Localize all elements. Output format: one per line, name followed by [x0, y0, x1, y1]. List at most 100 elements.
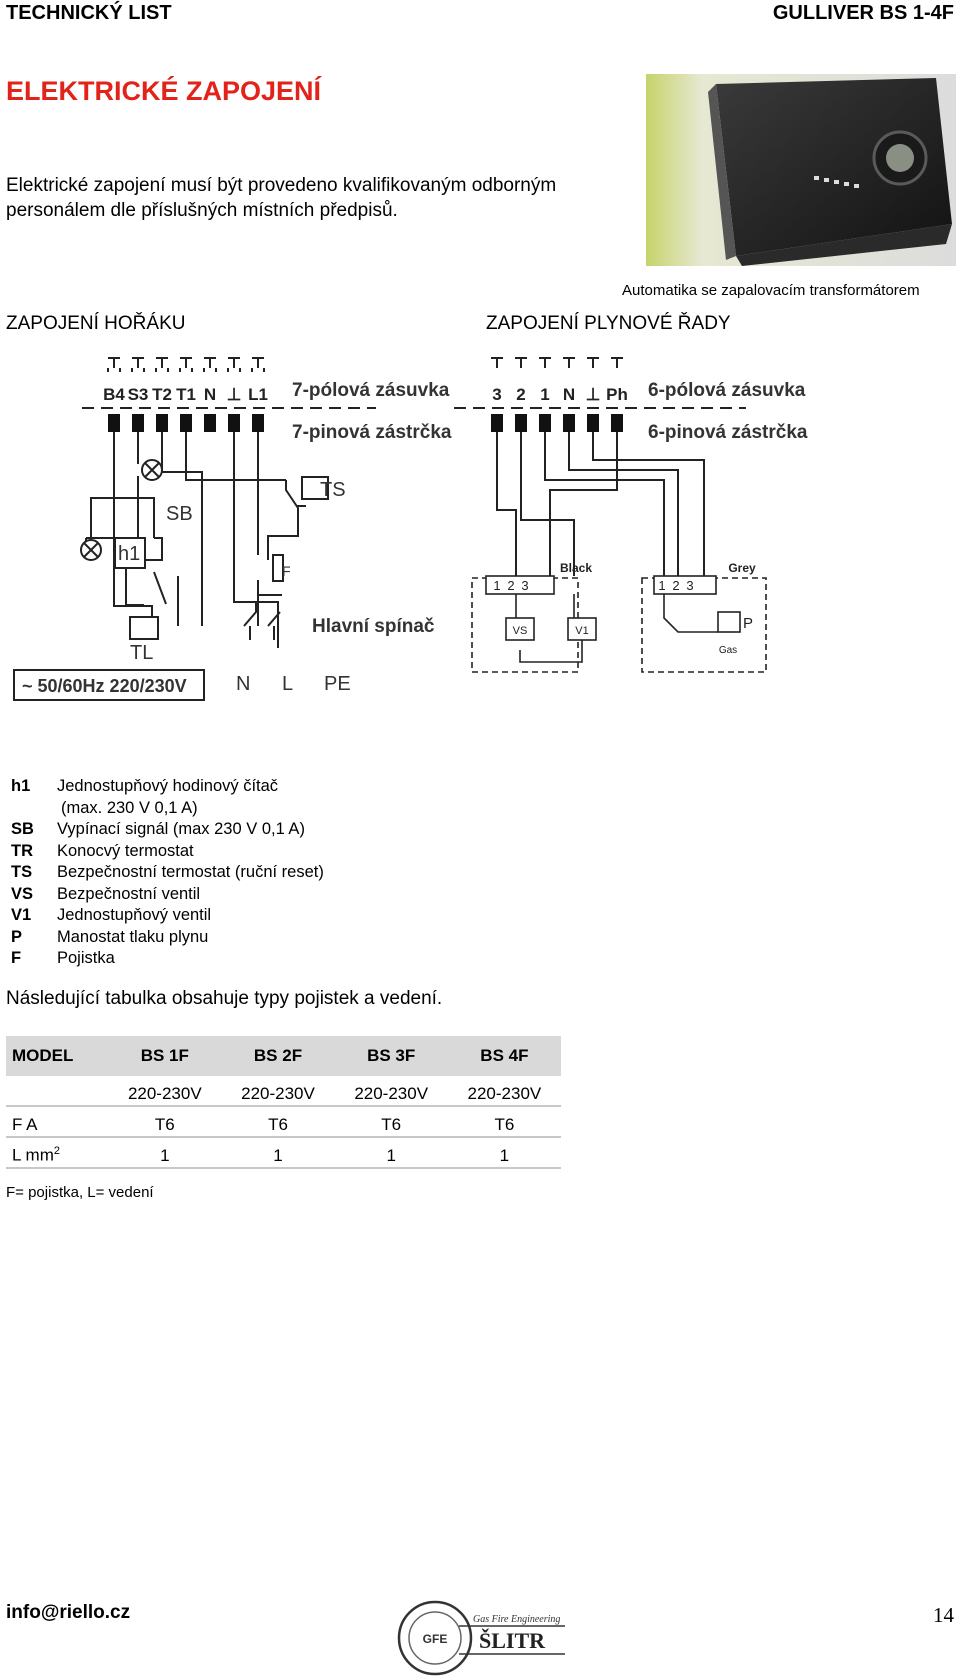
right-socket-contacts: [491, 357, 623, 368]
v1-label: V1: [575, 625, 588, 637]
pin-label: N: [204, 385, 216, 404]
table-cell: T6: [221, 1106, 335, 1138]
table-header-row: MODEL BS 1F BS 2F BS 3F BS 4F: [6, 1036, 561, 1076]
gas-label: Gas: [719, 645, 737, 656]
sb-label: SB: [166, 503, 193, 525]
legend-code: V1: [11, 906, 32, 924]
legend-desc: Jednostupňový hodinový čítač(max. 230 V …: [57, 777, 279, 817]
terminal-label: 1: [493, 578, 500, 593]
legend-desc: Konocvý termostat: [57, 841, 194, 860]
fuse-table: MODEL BS 1F BS 2F BS 3F BS 4F 220-230V 2…: [6, 1036, 561, 1169]
wiring-diagram: B4 S3 T2 T1 N ⊥ L1 3 2 1 N ⊥ Ph 7-pólová…: [13, 357, 808, 701]
pin-label: ⊥: [227, 385, 242, 404]
right-socket-label: 6-pólová zásuvka: [648, 380, 806, 401]
column-header: MODEL: [6, 1036, 109, 1076]
legend-desc: Manostat tlaku plynu: [57, 927, 209, 946]
slitr-logo: GFE Gas Fire Engineering ŠLITR: [397, 1600, 565, 1676]
table-cell: 1: [334, 1137, 448, 1169]
pin-label: T2: [152, 385, 172, 404]
table-row: L mm2 1 1 1 1: [6, 1137, 561, 1169]
table-cell: T6: [334, 1106, 448, 1138]
table-intro: Následující tabulka obsahuje typy pojist…: [6, 988, 443, 1009]
legend-code: F: [11, 949, 22, 967]
grey-label: Grey: [728, 561, 756, 575]
table-row: 220-230V 220-230V 220-230V 220-230V: [6, 1076, 561, 1107]
table-cell: L mm2: [6, 1137, 109, 1169]
plug-pins: [108, 414, 623, 432]
superscript: 2: [53, 1145, 60, 1158]
pin-label: L1: [248, 385, 268, 404]
p-label: P: [743, 615, 753, 632]
table-cell: 1: [108, 1137, 222, 1169]
table-cell: T6: [108, 1106, 222, 1138]
contact-email[interactable]: info@riello.cz: [6, 1602, 131, 1623]
legend-desc-continuation: (max. 230 V 0,1 A): [61, 798, 198, 817]
legend-desc: Bezpečnostní termostat (ruční reset): [57, 863, 324, 881]
logo-name: ŠLITR: [479, 1628, 546, 1653]
left-socket-label: 7-pólová zásuvka: [292, 380, 450, 401]
ts-label: TS: [320, 479, 346, 501]
pin-label: B4: [103, 385, 125, 404]
n-label: N: [236, 673, 250, 695]
table-cell: F A: [6, 1106, 109, 1138]
legend-code: SB: [11, 820, 34, 838]
right-plug-label: 6-pinová zástrčka: [648, 422, 808, 443]
column-header: BS 3F: [334, 1036, 448, 1076]
table-cell: T6: [447, 1106, 561, 1138]
terminal-label: 1: [658, 578, 665, 593]
table-cell: 220-230V: [108, 1076, 222, 1107]
table-cell: 220-230V: [334, 1076, 448, 1107]
header-model: GULLIVER BS 1-4F: [772, 2, 954, 24]
tl-label: TL: [130, 642, 153, 664]
pin-label: 2: [516, 385, 525, 404]
photo-caption: Automatika se zapalovacím transformátore…: [622, 282, 920, 299]
intro-paragraph: Elektrické zapojení musí být provedeno k…: [6, 175, 557, 221]
fuse-note: F= pojistka, L= vedení: [6, 1184, 154, 1201]
legend-code: TS: [11, 863, 33, 881]
terminal-label: 3: [686, 578, 693, 593]
pin-label: ⊥: [586, 385, 601, 404]
pe-label: PE: [324, 673, 351, 695]
logo-tagline: Gas Fire Engineering: [473, 1614, 560, 1625]
f-label: F: [282, 563, 291, 579]
legend-code: TR: [11, 841, 33, 860]
terminal-label: 3: [521, 578, 528, 593]
legend-desc: Vypínací signál (max 230 V 0,1 A): [57, 820, 305, 838]
table-cell: 220-230V: [221, 1076, 335, 1107]
column-header: BS 1F: [108, 1036, 222, 1076]
pin-label: Ph: [606, 385, 628, 404]
left-socket-contacts: [107, 357, 265, 372]
supply-label: ~ 50/60Hz 220/230V: [22, 676, 187, 696]
table-row: F A T6 T6 T6 T6: [6, 1106, 561, 1138]
legend-desc: Pojistka: [57, 949, 115, 967]
control-box-photo: [646, 74, 956, 266]
page-title: ELEKTRICKÉ ZAPOJENÍ: [6, 76, 322, 106]
black-label: Black: [560, 561, 592, 575]
legend-desc: Jednostupňový ventil: [57, 906, 212, 924]
legend-code: VS: [11, 884, 34, 903]
vs-label: VS: [513, 625, 528, 637]
table-cell: [6, 1076, 109, 1107]
table-cell: 1: [221, 1137, 335, 1169]
table-cell: 220-230V: [447, 1076, 561, 1107]
table-cell: 1: [447, 1137, 561, 1169]
pin-label: S3: [128, 385, 149, 404]
left-plug-label: 7-pinová zástrčka: [292, 422, 452, 443]
pin-label: 3: [492, 385, 501, 404]
terminal-label: 2: [672, 578, 679, 593]
pin-label: 1: [540, 385, 549, 404]
section-gas-train-wiring: ZAPOJENÍ PLYNOVÉ ŘADY: [486, 313, 731, 334]
legend-table: h1 Jednostupňový hodinový čítač(max. 230…: [6, 776, 324, 970]
page-number: 14: [933, 1603, 954, 1627]
legend-code: P: [11, 927, 23, 946]
logo-mark: GFE: [423, 1632, 448, 1646]
header-doc-type: TECHNICKÝ LIST: [6, 2, 172, 24]
pin-label: N: [563, 385, 575, 404]
terminal-label: 2: [507, 578, 514, 593]
h1-label: h1: [118, 543, 140, 565]
section-burner-wiring: ZAPOJENÍ HOŘÁKU: [6, 313, 186, 334]
legend-desc: Bezpečnostní ventil: [57, 884, 201, 903]
column-header: BS 4F: [447, 1036, 561, 1076]
legend-code: h1: [11, 777, 31, 795]
pin-label: T1: [176, 385, 196, 404]
